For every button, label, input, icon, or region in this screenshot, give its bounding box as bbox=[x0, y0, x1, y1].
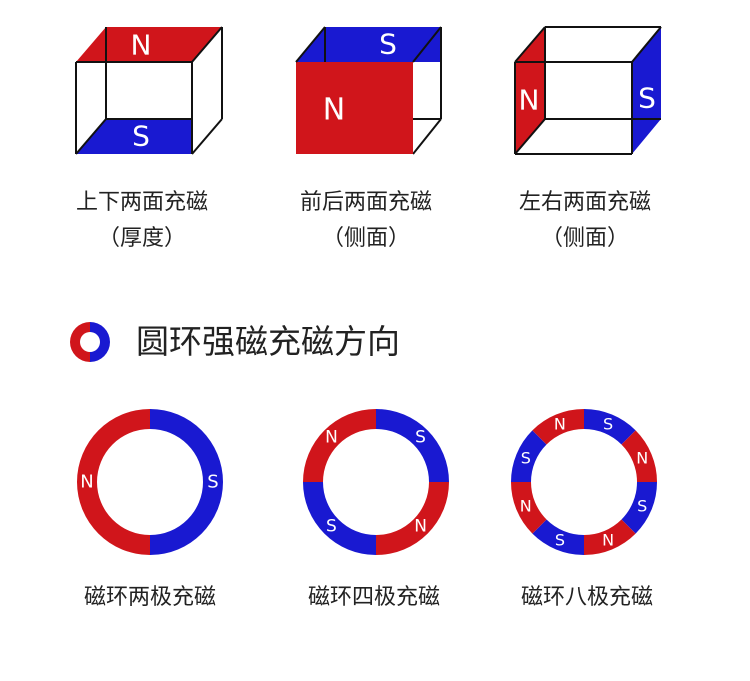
north-pole-segment bbox=[376, 482, 449, 555]
south-pole-label: S bbox=[326, 517, 337, 537]
south-pole-label: S bbox=[603, 414, 613, 433]
south-pole-segment bbox=[376, 409, 449, 482]
section-title: 圆环强磁充磁方向 bbox=[136, 322, 400, 361]
cube1-top-face-north bbox=[76, 27, 222, 62]
south-pole-segment bbox=[511, 430, 547, 482]
ring1-caption: 磁环两极充磁 bbox=[83, 585, 216, 610]
cube2-north-label: N bbox=[323, 93, 345, 128]
cube3-caption-title: 左右两面充磁 bbox=[518, 190, 651, 215]
cube1-bottom-face-south bbox=[76, 119, 192, 154]
south-pole-label: S bbox=[415, 427, 426, 447]
cube3-caption-subtitle: （侧面） bbox=[540, 226, 629, 251]
cube1-north-label: N bbox=[131, 29, 152, 62]
cube-front-back: S N bbox=[295, 26, 442, 155]
south-pole-segment bbox=[532, 519, 584, 555]
cube3-left-face-north bbox=[515, 27, 545, 154]
south-pole-label: S bbox=[637, 497, 647, 516]
ring-eight-pole: S N S N S N S N bbox=[511, 409, 657, 555]
south-pole-segment bbox=[150, 409, 223, 555]
cube1-caption-title: 上下两面充磁 bbox=[75, 190, 208, 215]
ring-four-pole: S N S N bbox=[303, 409, 449, 555]
north-pole-label: N bbox=[414, 517, 427, 537]
cube2-south-label: S bbox=[379, 28, 397, 61]
cube-left-right: N S bbox=[514, 26, 662, 155]
cube3-south-label: S bbox=[638, 82, 656, 115]
cube2-caption-subtitle: （侧面） bbox=[321, 226, 410, 251]
cube-top-bottom: N S bbox=[75, 26, 223, 155]
north-pole-label: N bbox=[520, 497, 532, 516]
north-pole-label: N bbox=[80, 472, 93, 493]
north-pole-label: N bbox=[325, 427, 338, 447]
cube1-caption: 上下两面充磁 （厚度） bbox=[42, 185, 242, 257]
cube1-caption-subtitle: （厚度） bbox=[97, 226, 186, 251]
north-pole-label: N bbox=[554, 414, 566, 433]
cube2-top-face-blue bbox=[296, 27, 441, 62]
cube1-south-label: S bbox=[132, 120, 150, 153]
south-pole-label: S bbox=[521, 448, 531, 467]
north-pole-segment bbox=[303, 409, 376, 482]
north-pole-label: N bbox=[602, 531, 614, 550]
south-pole-segment bbox=[584, 409, 636, 445]
north-pole-segment bbox=[584, 519, 636, 555]
cube2-caption-title: 前后两面充磁 bbox=[299, 190, 432, 215]
north-pole-label: N bbox=[636, 448, 648, 467]
north-pole-segment bbox=[621, 430, 657, 482]
cube2-caption: 前后两面充磁 （侧面） bbox=[266, 185, 466, 257]
cube3-right-face-south bbox=[632, 27, 661, 154]
north-pole-segment bbox=[511, 482, 547, 534]
cube3-north-label: N bbox=[519, 84, 540, 117]
north-pole-segment bbox=[77, 409, 150, 555]
south-pole-segment bbox=[303, 482, 376, 555]
cube3-caption: 左右两面充磁 （侧面） bbox=[485, 185, 685, 257]
ring3-caption: 磁环八极充磁 bbox=[520, 585, 653, 610]
south-pole-segment bbox=[621, 482, 657, 534]
south-pole-label: S bbox=[207, 472, 218, 493]
south-pole-label: S bbox=[555, 531, 565, 550]
ring2-caption: 磁环四极充磁 bbox=[307, 585, 440, 610]
ring-two-pole: SN bbox=[77, 409, 223, 555]
cube2-front-face-north bbox=[296, 62, 413, 154]
ring-magnet-icon bbox=[70, 322, 110, 362]
north-pole-segment bbox=[532, 409, 584, 445]
